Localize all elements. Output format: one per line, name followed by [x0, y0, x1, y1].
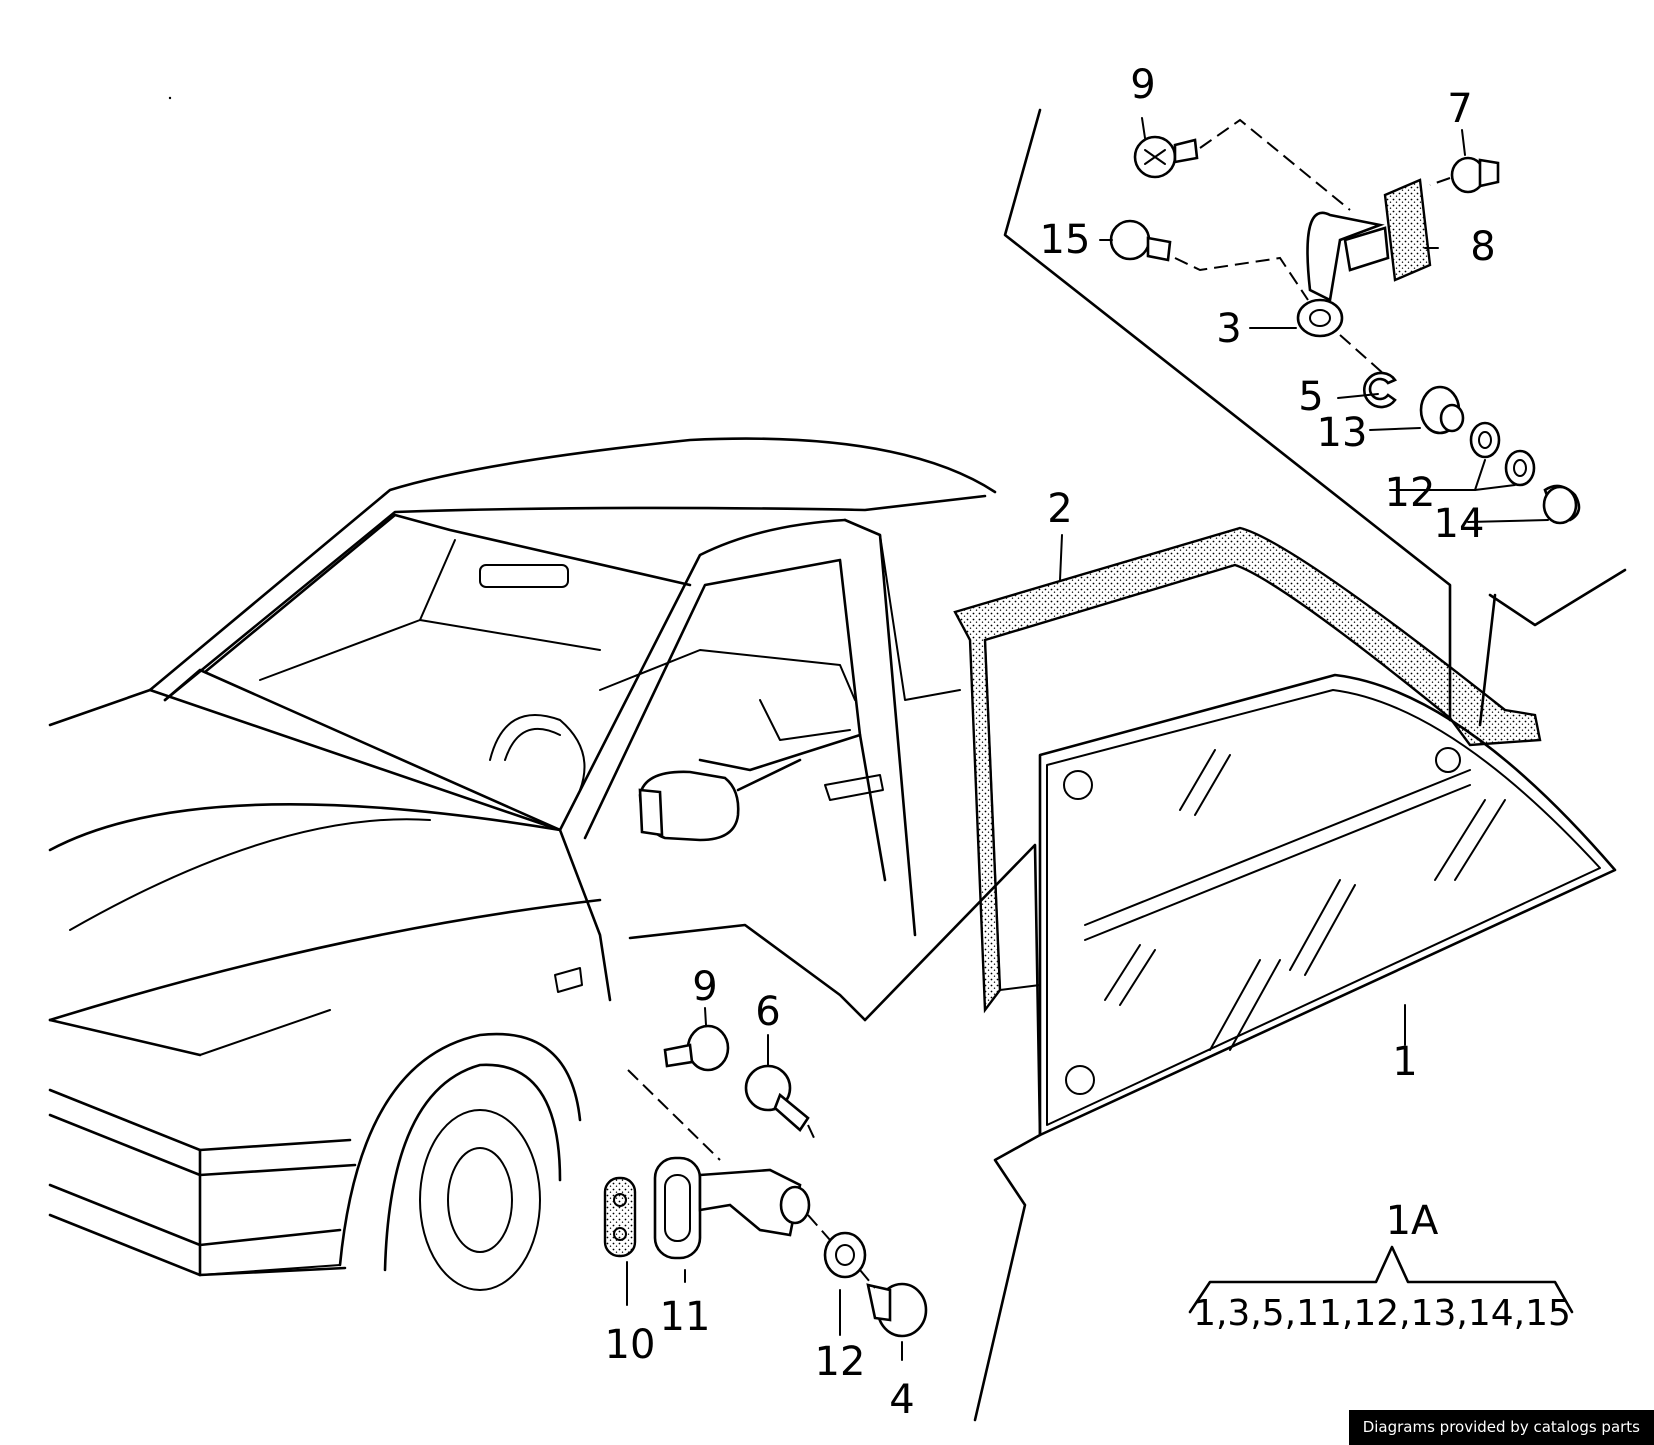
callout-15: 15: [1040, 217, 1091, 263]
callout-frame-upper: [1003, 108, 1452, 722]
callout-12-lower: 12: [815, 1339, 866, 1385]
callout-frame-lower: [863, 843, 1042, 1422]
speck: [168, 96, 172, 100]
callout-1: 1: [1392, 1039, 1417, 1085]
callout-9-lower: 9: [692, 964, 717, 1010]
callout-7: 7: [1447, 86, 1472, 132]
kit-bracket: [1188, 1245, 1574, 1314]
kit-1a-group: 1A 1,3,5,11,12,13,14,15: [1188, 1198, 1574, 1334]
callout-9-upper: 9: [1130, 62, 1155, 108]
callout-4: 4: [889, 1377, 914, 1423]
callout-frame-bracket: [628, 923, 867, 1022]
kit-parts-list: 1,3,5,11,12,13,14,15: [1193, 1293, 1571, 1334]
callout-frame-upper-side: [1478, 593, 1497, 727]
callout-13: 13: [1317, 410, 1368, 456]
door-glass-part-1: [1038, 673, 1617, 1137]
callout-6: 6: [755, 989, 780, 1035]
callout-5: 5: [1298, 374, 1323, 420]
kit-label: 1A: [1386, 1198, 1439, 1244]
callout-labels: 1 2 3 4 5 6 7 8 9 9 10 11 12 12 13 14 15: [605, 62, 1496, 1423]
callout-10: 10: [605, 1322, 656, 1368]
lower-hinge-assembly: [603, 1024, 928, 1338]
car-illustration: [48, 437, 997, 1291]
credit-banner: Diagrams provided by catalogs parts: [1348, 1410, 1654, 1445]
callout-14: 14: [1434, 501, 1485, 547]
callout-8: 8: [1470, 224, 1495, 270]
callout-12-upper: 12: [1385, 470, 1436, 516]
callout-3: 3: [1216, 306, 1241, 352]
upper-hinge-assembly: [1109, 118, 1581, 525]
callout-11: 11: [660, 1294, 711, 1340]
callout-2: 2: [1047, 486, 1072, 532]
leader-lines: [626, 117, 1549, 1361]
door-seal-part-2: [953, 526, 1542, 1014]
callout-frame-upper-right: [1488, 568, 1627, 627]
